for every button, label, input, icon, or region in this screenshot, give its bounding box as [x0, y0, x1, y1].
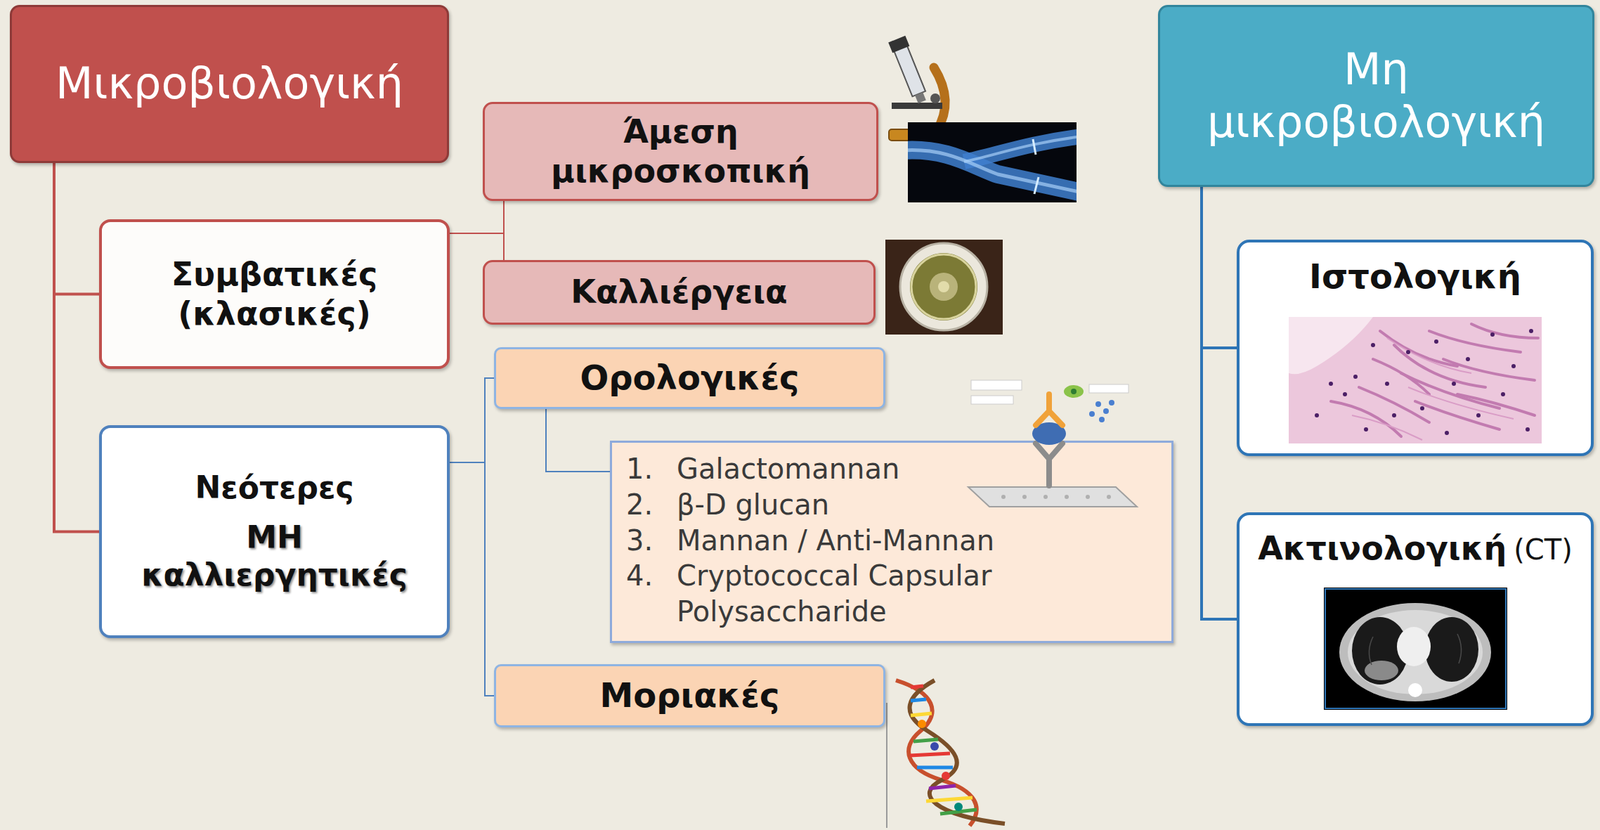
list-row: 1.Galactomannan [626, 451, 1158, 487]
node-text: Άμεση μικροσκοπική [496, 112, 865, 190]
dna-helix-icon [886, 680, 1005, 828]
heading-row: Ακτινολογική(CT) [1257, 529, 1572, 568]
technique-box: Μοριακές [493, 664, 886, 728]
list-number: 3. [626, 522, 677, 559]
assay-name: β-D glucan [676, 486, 1158, 523]
list-row: 3.Mannan / Anti-Mannan [626, 522, 1158, 559]
method-box: Ακτινολογική(CT) [1236, 512, 1594, 726]
method-group-box: Νεότερες ΜΗ καλλιεργητικές [99, 425, 450, 639]
connector-line [54, 163, 100, 295]
connector-line [449, 233, 504, 260]
node-text: Μη μικροβιολογική [1171, 43, 1582, 149]
list-number: 2. [626, 486, 677, 523]
list-number: 1. [626, 451, 677, 487]
list-number: 4. [626, 557, 677, 594]
category-header: Μη μικροβιολογική [1158, 4, 1595, 187]
node-text: Συμβατικές (κλασικές) [113, 255, 436, 333]
method-box: Ιστολογική [1236, 239, 1594, 457]
histology-image [1288, 316, 1542, 444]
connector-line [449, 200, 504, 234]
connector-line [449, 462, 494, 696]
node-text: Ορολογικές [579, 357, 799, 399]
node-text: Ιστολογική [1309, 256, 1522, 298]
assay-name: Galactomannan [676, 451, 1158, 487]
connector-line [54, 163, 100, 532]
assay-name: Mannan / Anti-Mannan [676, 522, 1158, 559]
connector-line [449, 378, 494, 463]
method-group-box: Συμβατικές (κλασικές) [99, 219, 450, 369]
category-header: Μικροβιολογική [9, 4, 450, 164]
node-text: Καλλιέργεια [570, 272, 788, 312]
list-row: 4.Cryptococcal Capsular Polysaccharide [626, 557, 1158, 630]
technique-box: Καλλιέργεια [482, 259, 876, 325]
list-row: 2.β-D glucan [626, 486, 1158, 523]
assay-name: Cryptococcal Capsular Polysaccharide [676, 557, 1158, 630]
technique-box: Άμεση μικροσκοπική [482, 101, 879, 201]
node-text: Νεότερες [194, 469, 354, 507]
assay-list-box: 1.Galactomannan2.β-D glucan3.Mannan / An… [609, 440, 1174, 643]
hyphae-micrograph [902, 122, 1083, 203]
technique-box: Ορολογικές [493, 347, 886, 409]
heading-text: Ακτινολογική [1257, 529, 1507, 568]
elisa-illustration [961, 374, 1140, 513]
ct-scan-image [1323, 587, 1508, 710]
connector-line [1201, 186, 1237, 620]
heading-text: (CT) [1513, 533, 1573, 566]
connector-line [1201, 186, 1237, 348]
node-text: Μοριακές [599, 675, 780, 717]
connector-line [545, 408, 610, 472]
node-text: Μικροβιολογική [55, 57, 404, 110]
node-text: ΜΗ καλλιεργητικές [113, 519, 436, 594]
petri-dish-photo [885, 239, 1003, 335]
